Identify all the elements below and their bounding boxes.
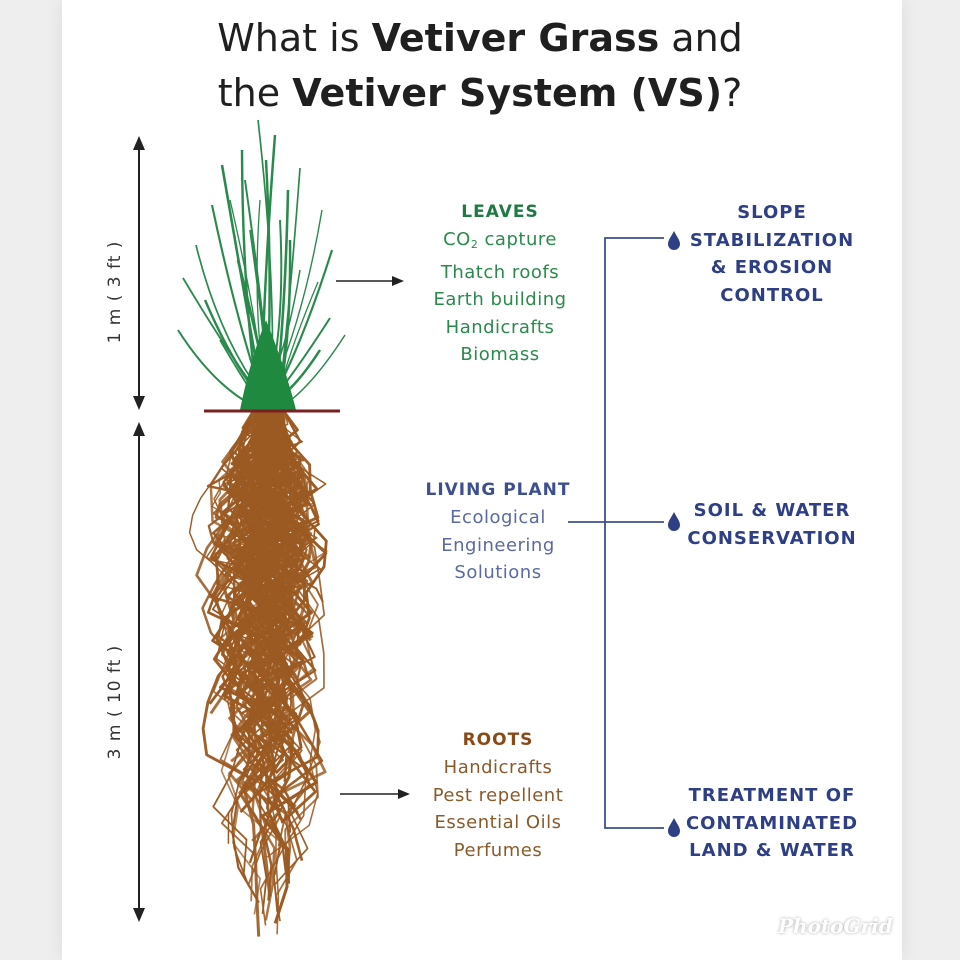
height-dimension-arrow [133,136,145,410]
root-strand [209,411,292,921]
leaves-uses: LEAVES CO2 capture Thatch roofs Earth bu… [400,199,600,369]
benefit-slope-stabilization: SLOPE STABILIZATION & EROSION CONTROL [689,202,855,306]
root-strand [241,411,309,635]
root-strand [242,411,319,858]
root-strand [261,411,325,896]
root-strand [220,411,285,856]
leaves-item: Earth building [433,289,567,310]
leaf-base-tuft [240,320,296,410]
depth-dimension-label: 3 m ( 10 ft ) [105,644,125,760]
grass-leaves [177,119,346,412]
root-strand [212,411,306,902]
root-strand [222,411,280,935]
living-plant-uses: LIVING PLANT Ecological Engineering Solu… [398,477,598,587]
co2-capture-item: CO2 capture [443,229,557,251]
roots-item: Handicrafts [443,757,553,778]
depth-dimension-arrow [133,422,145,922]
diagram-card [62,0,902,960]
roots-uses: ROOTS Handicrafts Pest repellent Essenti… [398,727,598,864]
benefit-soil-water-conservation: SOIL & WATER CONSERVATION [687,500,857,549]
benefit-contamination-treatment: TREATMENT OF CONTAMINATED LAND & WATER [685,785,859,861]
title-line-1: What is Vetiver Grass and [217,16,743,60]
height-dimension-label: 1 m ( 3 ft ) [105,240,125,344]
root-strand [237,411,318,722]
water-drop-icon [668,512,680,531]
root-strand [227,411,292,875]
living-plant-item: Solutions [454,562,542,583]
title-line-2: the Vetiver System (VS)? [217,71,743,115]
roots-item: Pest repellent [432,784,564,806]
leaves-item: Biomass [460,344,540,365]
living-plant-item: Ecological [450,507,546,528]
leaves-heading: LEAVES [461,202,539,222]
connector-lines [568,237,664,829]
root-strand [205,411,284,818]
living-plant-heading: LIVING PLANT [425,480,571,500]
roots-item: Essential Oils [434,812,562,833]
leaves-item: Handicrafts [445,316,555,338]
roots-pointer-arrow [340,789,410,799]
root-strand [220,411,310,805]
grass-roots [188,410,328,937]
root-strand [230,411,290,914]
roots-item: Perfumes [453,839,543,861]
water-drop-icon [668,818,680,837]
leaves-item: Thatch roofs [440,261,560,283]
root-strand [201,410,320,783]
roots-heading: ROOTS [462,730,534,750]
water-drop-icon [668,231,680,250]
leaves-pointer-arrow [336,276,404,286]
living-plant-item: Engineering [441,534,555,556]
photogrid-watermark: PhotoGrid [778,914,893,938]
root-strand [238,411,328,743]
